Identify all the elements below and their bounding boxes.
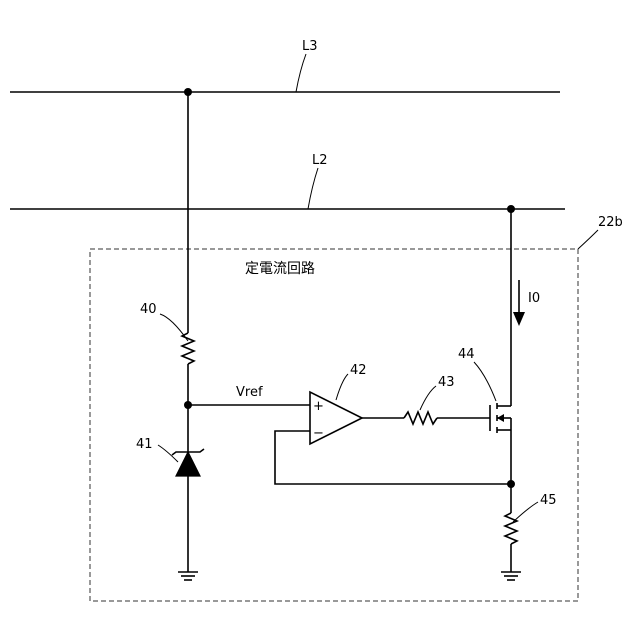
label-22b: 22b — [598, 215, 623, 230]
leader-22b — [578, 230, 598, 249]
current-arrow-head — [513, 312, 525, 326]
label-44: 44 — [458, 347, 475, 362]
leader-42 — [336, 374, 348, 400]
label-vref: Vref — [236, 385, 263, 400]
circuit-title: 定電流回路 — [245, 261, 315, 277]
label-i0: I0 — [528, 291, 540, 306]
resistor-43 — [404, 412, 437, 424]
label-42: 42 — [350, 363, 367, 378]
ground-symbol-left — [178, 572, 198, 580]
label-41: 41 — [136, 437, 153, 452]
leader-44 — [474, 362, 496, 401]
label-40: 40 — [140, 302, 157, 317]
opamp-minus-sign: − — [313, 426, 324, 441]
opamp-plus-sign: + — [313, 399, 324, 414]
leader-l2 — [308, 168, 318, 209]
label-43: 43 — [438, 375, 455, 390]
leader-43 — [420, 386, 436, 410]
label-45: 45 — [540, 493, 557, 508]
leader-l3 — [296, 54, 306, 92]
label-l2: L2 — [312, 153, 328, 168]
ground-symbol-right — [501, 572, 521, 580]
leader-45 — [513, 502, 538, 522]
resistor-40 — [182, 333, 194, 364]
node-l2-junction — [507, 205, 515, 213]
mosfet-44 — [490, 403, 511, 433]
zener-diode-41 — [176, 452, 200, 476]
resistor-45 — [505, 513, 517, 544]
label-l3: L3 — [302, 39, 318, 54]
